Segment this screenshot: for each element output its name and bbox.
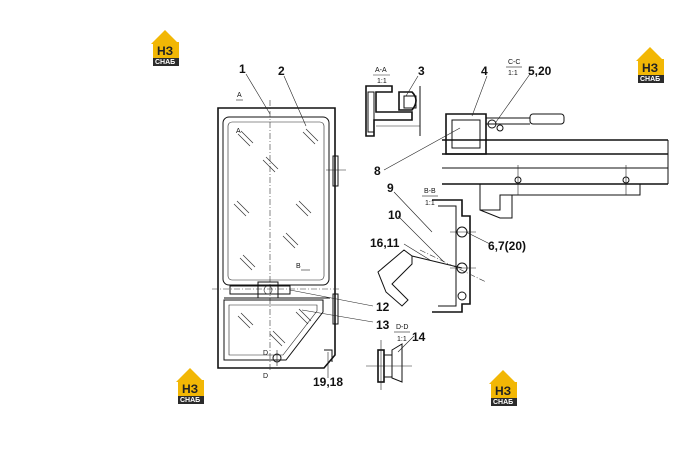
logo-mark: НЗ [157, 44, 173, 58]
callout-6-7-20: 6,7(20) [488, 239, 526, 253]
callout-5-20: 5,20 [528, 64, 552, 78]
logo-caption: СНАБ [155, 59, 175, 66]
section-c-c: С-С 1:1 [442, 59, 669, 219]
section-cc-scale: 1:1 [508, 70, 518, 77]
logo-caption: СНАБ [493, 399, 513, 406]
section-dd-title: D-D [396, 324, 408, 331]
callouts: 1 2 3 4 5,20 8 9 10 16,11 6,7(20) 12 13 … [239, 62, 552, 389]
callout-9: 9 [387, 181, 394, 195]
logo-mark: НЗ [495, 384, 511, 398]
section-mark-b: В [296, 263, 301, 270]
section-dd-scale: 1:1 [397, 336, 407, 343]
section-bb-title: В-В [424, 188, 436, 195]
callout-16-11: 16,11 [370, 236, 400, 250]
section-aa-title: А-А [375, 67, 387, 74]
hinge-upper [332, 155, 339, 187]
logo-caption: СНАБ [180, 397, 200, 404]
upper-glass-frame [222, 116, 330, 286]
hinge-lower [332, 293, 339, 325]
handle-lever [529, 113, 565, 125]
callout-2: 2 [278, 64, 285, 78]
logo-top-right: НЗ СНАБ [636, 47, 664, 83]
section-mark-a-top: А [237, 92, 242, 99]
lower-glass-frame [223, 299, 324, 361]
section-d-d: D-D 1:1 [366, 324, 412, 390]
section-cc-title: С-С [508, 59, 520, 66]
callout-4: 4 [481, 64, 488, 78]
section-mark-a-inner: А [236, 128, 241, 135]
logo-bottom-right: НЗ СНАБ [489, 370, 517, 406]
callout-8: 8 [374, 164, 381, 178]
lower-glass [228, 304, 318, 356]
lower-glass-hatching [237, 308, 312, 347]
hinge-lever [377, 249, 413, 307]
door-front-view: А А В D D [212, 92, 346, 380]
door-outline [217, 107, 336, 369]
callout-10: 10 [388, 208, 402, 222]
callout-14: 14 [412, 330, 426, 344]
callout-3: 3 [418, 64, 425, 78]
section-mark-d1: D [263, 350, 268, 357]
callout-19-18: 19,18 [313, 375, 343, 389]
latch-bar [229, 285, 291, 295]
logo-caption: СНАБ [640, 76, 660, 83]
section-mark-d2: D [263, 373, 268, 380]
logo-top-left: НЗ СНАБ [151, 30, 179, 66]
callout-1: 1 [239, 62, 246, 76]
upper-glass-hatching [233, 128, 319, 271]
section-a-a: А-А 1:1 [365, 67, 421, 137]
logo-mark: НЗ [642, 61, 658, 75]
logo-mark: НЗ [182, 382, 198, 396]
section-aa-scale: 1:1 [377, 78, 387, 85]
callout-13: 13 [376, 318, 390, 332]
logo-bottom-left: НЗ СНАБ [176, 368, 204, 404]
callout-12: 12 [376, 300, 390, 314]
section-b-b: В-В 1:1 [377, 188, 487, 313]
leader-lines [245, 73, 531, 378]
section-bb-scale: 1:1 [425, 200, 435, 207]
upper-glass [227, 121, 325, 281]
